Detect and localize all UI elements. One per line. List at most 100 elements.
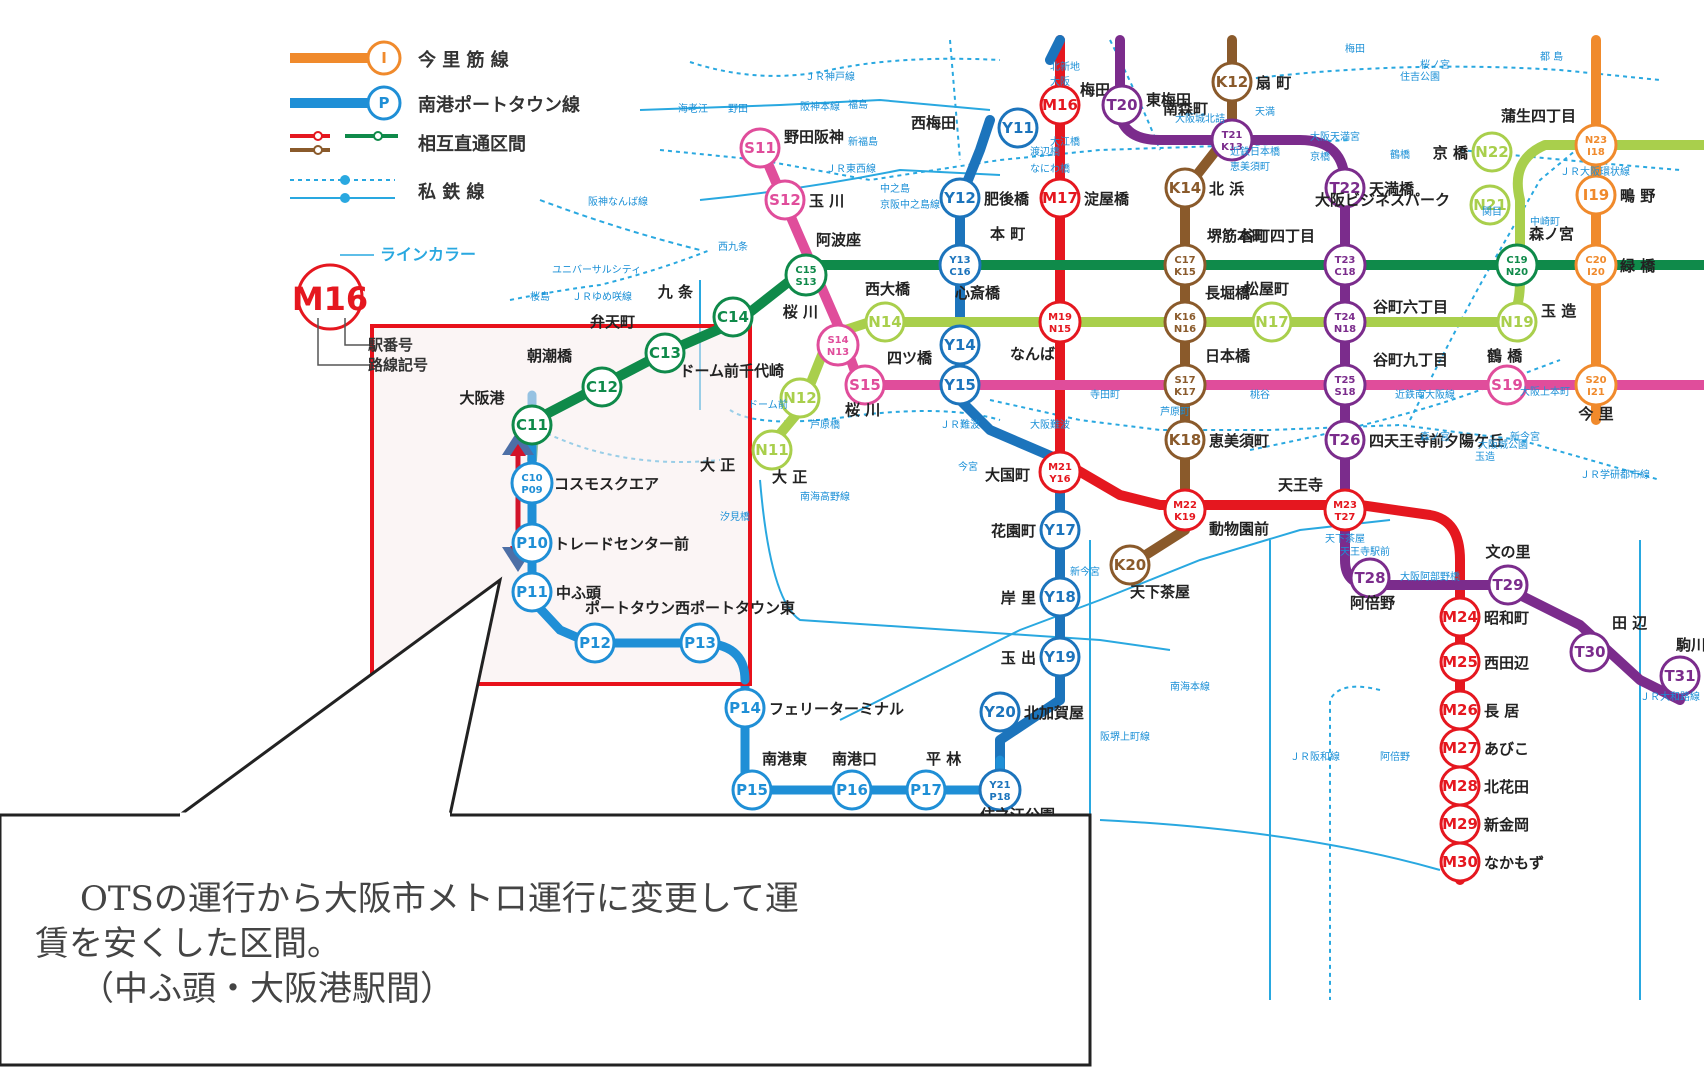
station-marker[interactable]: [1439, 841, 1481, 883]
station-marker[interactable]: [1323, 363, 1367, 407]
station-marker[interactable]: [1324, 419, 1366, 461]
station-marker[interactable]: [864, 301, 906, 343]
station-marker[interactable]: [1486, 364, 1528, 406]
station-marker[interactable]: [831, 769, 873, 811]
station-marker[interactable]: [1211, 61, 1253, 103]
station-marker[interactable]: [581, 366, 623, 408]
station-marker[interactable]: [712, 296, 754, 338]
station-marker[interactable]: [1251, 301, 1293, 343]
station-marker[interactable]: [978, 768, 1022, 812]
station-marker[interactable]: [1575, 174, 1617, 216]
station-marker[interactable]: [1164, 167, 1206, 209]
station-marker[interactable]: [939, 364, 981, 406]
station-marker[interactable]: [1323, 243, 1367, 287]
station-marker[interactable]: [739, 127, 781, 169]
station-marker[interactable]: [1574, 123, 1618, 167]
station-marker[interactable]: [1038, 300, 1082, 344]
station-marker[interactable]: [1469, 184, 1511, 226]
station-marker[interactable]: [511, 522, 553, 564]
station-marker[interactable]: [1039, 177, 1081, 219]
station-marker[interactable]: [1164, 419, 1206, 461]
station-marker[interactable]: [1349, 557, 1391, 599]
station-marker[interactable]: [1038, 450, 1082, 494]
station-marker[interactable]: [511, 404, 553, 446]
station-marker[interactable]: [1323, 300, 1367, 344]
station-marker[interactable]: [1487, 564, 1529, 606]
station-marker[interactable]: [1163, 363, 1207, 407]
station-marker[interactable]: [1496, 301, 1538, 343]
station-marker[interactable]: [816, 323, 860, 367]
station-marker[interactable]: [779, 377, 821, 419]
station-marker[interactable]: [511, 571, 553, 613]
station-marker[interactable]: [644, 332, 686, 374]
station-marker[interactable]: [1574, 243, 1618, 287]
station-marker[interactable]: [679, 622, 721, 664]
station-marker[interactable]: [1471, 131, 1513, 173]
station-marker[interactable]: [939, 324, 981, 366]
station-marker[interactable]: [724, 687, 766, 729]
station-marker[interactable]: [510, 461, 554, 505]
station-marker[interactable]: [731, 769, 773, 811]
station-marker[interactable]: [1323, 488, 1367, 532]
station-marker[interactable]: [905, 769, 947, 811]
station-marker[interactable]: [844, 364, 886, 406]
station-marker[interactable]: [1163, 243, 1207, 287]
station-marker[interactable]: [1569, 631, 1611, 673]
station-marker[interactable]: [1495, 243, 1539, 287]
station-marker[interactable]: [1039, 636, 1081, 678]
station-marker[interactable]: [1163, 300, 1207, 344]
station-marker[interactable]: [979, 691, 1021, 733]
station-marker[interactable]: [784, 253, 828, 297]
station-marker[interactable]: [1109, 544, 1151, 586]
station-marker[interactable]: [1210, 118, 1254, 162]
